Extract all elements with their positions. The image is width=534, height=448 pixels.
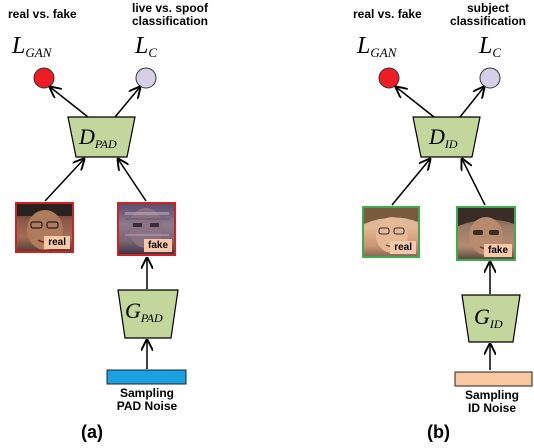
generator-pad-block [117,289,179,339]
fake-tag-a: fake [143,239,172,252]
loss-gan-label-b: LGAN [357,34,396,65]
id-noise-label: Sampling ID Noise [442,389,534,415]
fake-tag-b: fake [483,244,512,257]
discriminator-id-main: D [429,124,445,149]
loss-gan-sub-b: GAN [370,45,397,60]
discriminator-pad-label: DPAD [79,126,117,155]
caption-a: (a) [81,422,103,442]
top-left-label-a: real vs. fake [8,7,77,21]
id-noise-bar [454,371,533,387]
generator-pad-sub: PAD [140,311,163,325]
top-right-label-a-line2: classification [131,14,209,28]
pad-noise-bar [106,369,187,385]
top-right-label-b-line1: subject [466,1,509,15]
loss-c-node-a [135,67,157,89]
arrow-real-a-to-dpad [44,159,84,202]
loss-c-label-b: LC [479,34,501,65]
loss-c-sub-b: C [492,45,502,60]
pad-noise-label-line2: PAD Noise [116,399,178,413]
pad-noise-label-line1: Sampling [119,386,174,400]
id-noise-label-line2: ID Noise [467,401,516,415]
loss-c-label-a: LC [135,34,157,65]
loss-c-sub-a: C [148,45,158,60]
top-right-label-b: subject classification [445,2,531,28]
id-noise-label-line1: Sampling [464,388,519,402]
loss-c-node-b [479,67,501,89]
top-right-label-a-line1: live vs. spoof [131,1,209,15]
real-tag-b: real [390,241,416,254]
arrow-did-to-lgan [396,87,435,118]
discriminator-id-label: DID [429,126,458,155]
loss-gan-node-a [33,67,55,89]
discriminator-id-sub: ID [444,137,458,151]
arrow-dpad-to-lgan [50,87,89,118]
generator-id-main: G [474,304,490,329]
loss-gan-main-a: L [12,33,26,59]
discriminator-pad-main: D [79,124,95,149]
arrow-dpad-to-lc [114,87,140,118]
loss-gan-label-a: LGAN [12,34,51,65]
loss-gan-main-b: L [357,33,371,59]
loss-c-main-a: L [135,33,149,59]
generator-id-block [461,294,521,343]
discriminator-pad-sub: PAD [94,137,117,151]
generator-id-sub: ID [489,317,503,331]
fake-face-image-b: fake [456,206,516,261]
fake-face-image-a: fake [117,202,176,256]
generator-pad-label: GPAD [125,300,163,329]
generator-id-label: GID [474,306,503,335]
top-left-label-b: real vs. fake [353,7,422,21]
top-right-label-b-line2: classification [449,14,527,28]
caption-b: (b) [427,422,450,442]
top-right-label-a: live vs. spoof classification [110,2,230,28]
loss-gan-node-b [378,67,400,89]
real-face-image-b: real [362,206,420,258]
arrow-real-b-to-did [391,159,430,206]
pad-noise-label: Sampling PAD Noise [96,387,198,413]
real-tag-a: real [44,236,70,249]
generator-pad-main: G [125,298,141,323]
real-face-image-a: real [15,202,74,253]
arrow-did-to-lc [459,87,484,118]
loss-gan-sub-a: GAN [25,45,52,60]
arrow-fake-b-to-did [462,159,486,206]
loss-c-main-b: L [479,33,493,59]
arrow-fake-a-to-dpad [118,159,147,202]
